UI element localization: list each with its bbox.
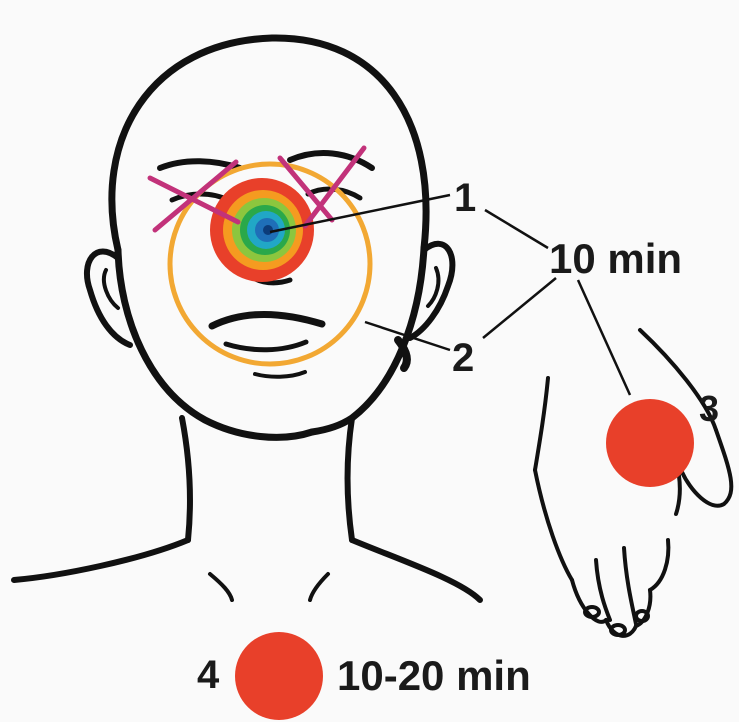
- hand-palm-left: [535, 470, 572, 580]
- leader-10min-2: [483, 278, 556, 338]
- point-4-dot: [235, 632, 323, 720]
- right-ear-inner: [428, 268, 438, 306]
- marker-label-2: 2: [452, 338, 474, 378]
- jaw-left: [118, 250, 312, 437]
- point-3-dot: [606, 399, 694, 487]
- fingernail-3: [636, 611, 648, 621]
- marker-label-3: 3: [699, 391, 719, 427]
- collar-left: [210, 574, 232, 600]
- face-illustration: [14, 38, 480, 600]
- neck-left: [182, 418, 190, 540]
- finger-4: [650, 540, 668, 590]
- duration-label-10-20-min: 10-20 min: [337, 655, 531, 697]
- knuckle-line-2: [624, 548, 636, 624]
- collar-right: [310, 574, 328, 600]
- marker-label-4: 4: [197, 655, 219, 695]
- neck-right: [348, 418, 353, 540]
- left-ear-inner: [104, 270, 118, 308]
- lower-lip: [226, 342, 306, 350]
- leader-lines: [270, 195, 630, 395]
- hand-wrist-left: [535, 378, 548, 470]
- marker-label-1: 1: [454, 178, 476, 218]
- duration-label-10-min: 10 min: [549, 238, 682, 280]
- shoulder-left: [14, 540, 188, 580]
- point-1-target: [210, 178, 314, 282]
- chin-line: [255, 372, 305, 377]
- upper-lip: [212, 314, 322, 326]
- shoulder-right: [352, 540, 480, 600]
- leader-10min-3: [578, 280, 630, 395]
- leader-10min-1: [485, 210, 548, 248]
